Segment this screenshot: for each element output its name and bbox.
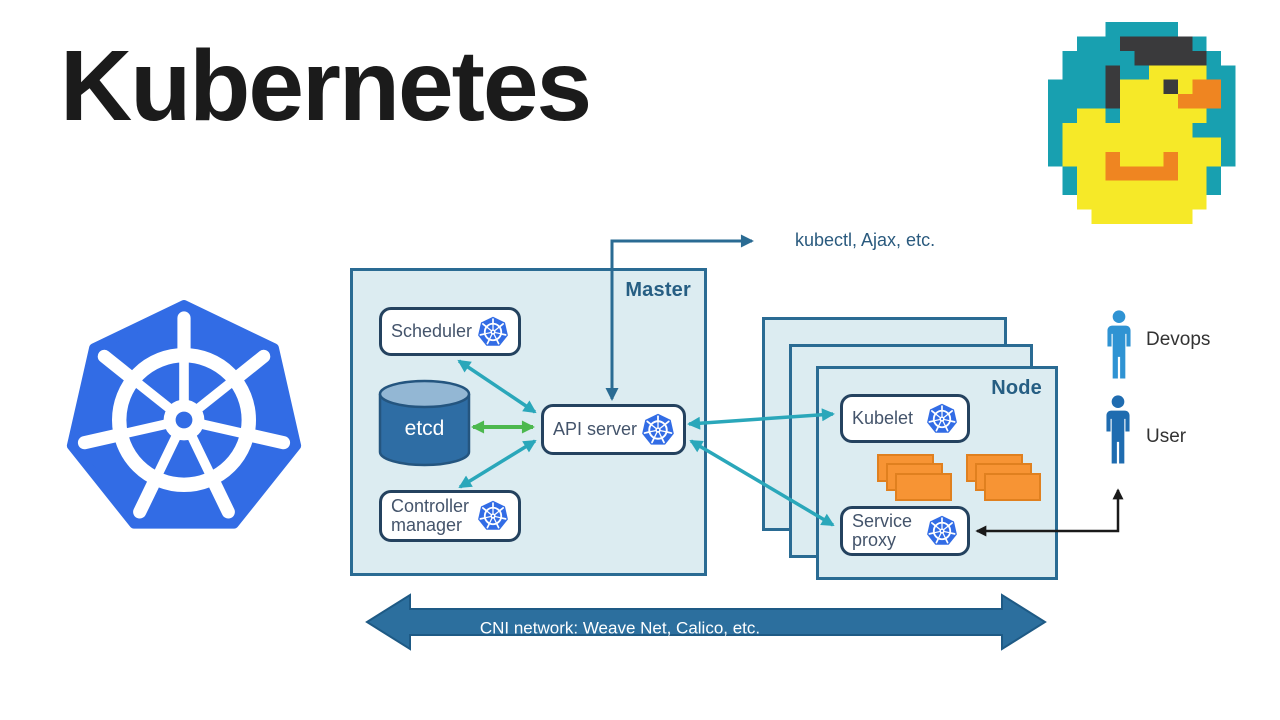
etcd-label: etcd	[404, 417, 445, 440]
duck-logo	[1048, 22, 1250, 224]
kubernetes-icon	[477, 500, 509, 531]
api-server-label: API server	[553, 418, 638, 439]
cni-network-arrow	[365, 593, 1047, 651]
devops-label: Devops	[1146, 329, 1211, 350]
master-panel: Master Scheduler etcd Controller manager…	[350, 268, 707, 576]
user-person-icon	[1106, 395, 1130, 464]
page-title: Kubernetes	[60, 30, 592, 142]
container-group	[877, 454, 953, 502]
master-label: Master	[625, 279, 691, 301]
kubelet-card: Kubelet	[840, 394, 970, 443]
devops-person-icon	[1107, 310, 1131, 379]
kubernetes-icon	[641, 412, 675, 445]
controller-manager-card: Controller manager	[379, 490, 521, 542]
api-server-card: API server	[541, 404, 686, 455]
container-icon	[984, 473, 1041, 501]
node-panel: Node Kubelet Service proxy	[816, 366, 1058, 580]
node-label: Node	[991, 377, 1042, 399]
scheduler-card: Scheduler	[379, 307, 521, 356]
service-proxy-card: Service proxy	[840, 506, 970, 556]
kubectl-label: kubectl, Ajax, etc.	[795, 230, 936, 250]
service-proxy-label: Service proxy	[852, 510, 913, 550]
database-cylinder-icon	[378, 379, 471, 467]
user-label: User	[1146, 426, 1187, 447]
controller-manager-label: Controller manager	[391, 495, 470, 535]
etcd-database: etcd	[377, 379, 472, 467]
container-icon	[895, 473, 952, 501]
kubernetes-icon	[477, 315, 509, 346]
kubelet-label: Kubelet	[852, 407, 914, 428]
kubernetes-icon	[926, 515, 958, 546]
container-group	[966, 454, 1042, 502]
scheduler-label: Scheduler	[391, 320, 473, 341]
cni-network-label: CNI network: Weave Net, Calico, etc.	[480, 619, 760, 638]
kubernetes-icon	[926, 402, 958, 433]
kubernetes-logo	[58, 290, 310, 550]
